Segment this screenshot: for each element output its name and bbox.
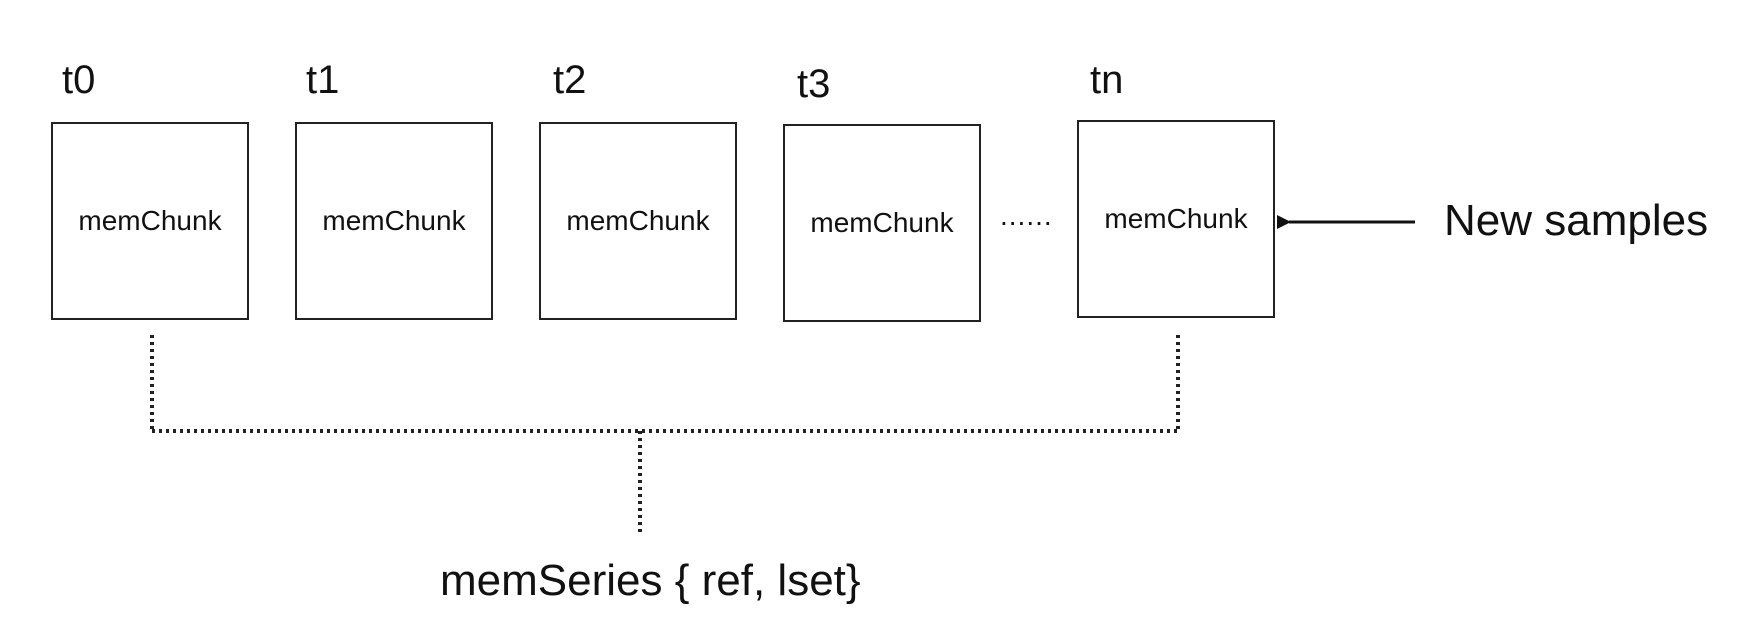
- ellipsis-dots: ......: [1000, 200, 1053, 231]
- new-samples-label: New samples: [1444, 196, 1709, 245]
- mem-chunk-label: memChunk: [810, 207, 954, 238]
- time-label-t2: t2: [553, 58, 587, 102]
- mem-chunk-label: memChunk: [322, 205, 466, 236]
- mem-series-label: memSeries { ref, lset}: [440, 556, 861, 605]
- mem-chunk-box-t2: memChunk: [539, 122, 737, 320]
- time-label-t1: t1: [306, 58, 340, 102]
- mem-chunk-box-tn: memChunk: [1077, 120, 1275, 318]
- mem-chunk-label: memChunk: [566, 205, 710, 236]
- time-label-t3: t3: [797, 62, 831, 106]
- time-label-t0: t0: [62, 58, 96, 102]
- mem-chunk-box-t3: memChunk: [783, 124, 981, 322]
- mem-chunk-box-t1: memChunk: [295, 122, 493, 320]
- mem-chunk-box-t0: memChunk: [51, 122, 249, 320]
- time-label-tn: tn: [1090, 58, 1124, 102]
- mem-chunk-label: memChunk: [78, 205, 222, 236]
- series-bracket: [150, 335, 1180, 533]
- mem-chunk-label: memChunk: [1104, 203, 1248, 234]
